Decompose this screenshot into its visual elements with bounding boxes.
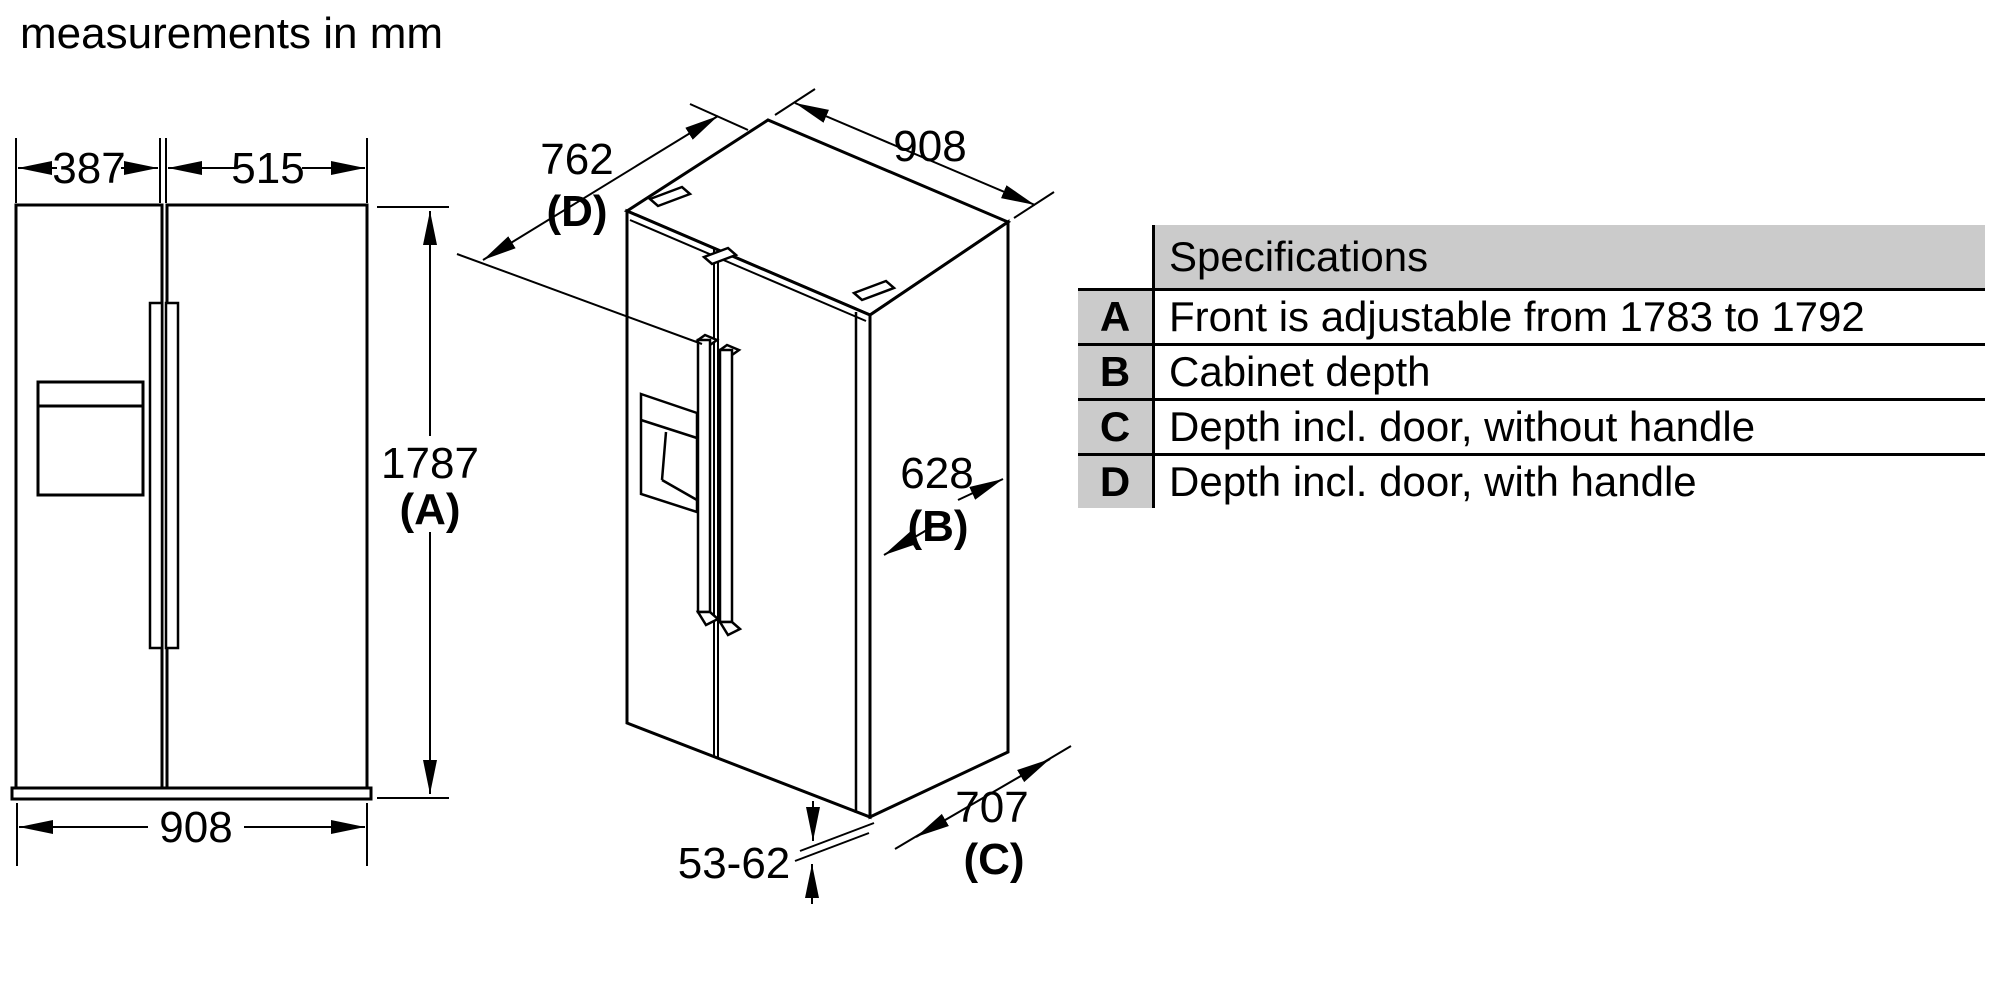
handle-cap (695, 610, 721, 627)
row-label-d: D (1078, 456, 1155, 508)
table-row: B Cabinet depth (1078, 346, 1985, 401)
dim-515-label: 515 (231, 144, 304, 193)
left-door-handle (148, 301, 164, 650)
left-door-handle-iso (696, 338, 712, 614)
row-label-a: A (1078, 291, 1155, 343)
extension-tick (689, 103, 749, 131)
row-text-b: Cabinet depth (1155, 346, 1985, 398)
dim-1787-label: 1787 (381, 439, 479, 488)
hinge-block (701, 246, 739, 266)
dim-a-letter: (A) (399, 485, 460, 534)
strip-line (794, 832, 870, 862)
extension-tick (774, 88, 816, 116)
dim-53-62-label: 53-62 (678, 839, 791, 888)
page-title: measurements in mm (20, 9, 443, 58)
fridge-iso-body (623, 118, 1012, 820)
strip-line (799, 822, 875, 852)
row-text-c: Depth incl. door, without handle (1155, 401, 1985, 453)
handle-cap (717, 620, 743, 637)
dim-762-label: 762 (540, 135, 613, 184)
dispenser (36, 380, 145, 497)
front-face (625, 208, 872, 820)
row-label-c: C (1078, 401, 1155, 453)
dim-908-top-label: 908 (893, 122, 966, 171)
dim-707-label: 707 (955, 783, 1028, 832)
table-row: D Depth incl. door, with handle (1078, 456, 1985, 508)
row-text-d: Depth incl. door, with handle (1155, 456, 1985, 508)
dim-height: 1787 (A) (377, 206, 479, 799)
dim-c-letter: (C) (963, 835, 1024, 884)
dim-d-letter: (D) (546, 187, 607, 236)
right-door (165, 203, 369, 790)
dim-387-label: 387 (52, 144, 125, 193)
row-text-a: Front is adjustable from 1783 to 1792 (1155, 291, 1985, 343)
right-door-handle (164, 301, 180, 650)
hinge-block (851, 279, 897, 302)
dim-plinth-height: 53-62 (678, 801, 875, 904)
plinth (10, 786, 373, 801)
dim-908-bottom-label: 908 (159, 803, 232, 852)
dispenser-iso (639, 392, 699, 514)
spec-table-title: Specifications (1155, 225, 1985, 288)
row-label-b: B (1078, 346, 1155, 398)
front-view: 387 515 1787 (A) 908 (10, 138, 479, 866)
dim-door-widths: 387 515 (15, 138, 368, 203)
dim-b-letter: (B) (907, 502, 968, 551)
specifications-table: Specifications A Front is adjustable fro… (1078, 225, 1985, 508)
right-door-handle-iso (718, 348, 734, 624)
table-row: A Front is adjustable from 1783 to 1792 (1078, 291, 1985, 346)
handles-iso (695, 333, 743, 637)
dim-total-width: 908 (16, 803, 368, 866)
extension-line (456, 253, 703, 345)
fridge-front-outline (10, 203, 373, 801)
spec-table-header-row: Specifications (1078, 225, 1985, 291)
dim-depth-with-handle: 762 (D) (456, 103, 749, 345)
dim-top-width: 908 (774, 88, 1055, 219)
dim-depth-without-handle: 707 (C) (894, 745, 1072, 884)
iso-view: 762 (D) 908 628 (B) 70 (456, 88, 1072, 904)
dim-cabinet-depth: 628 (B) (883, 449, 1004, 556)
spec-header-spacer (1078, 225, 1155, 288)
table-row: C Depth incl. door, without handle (1078, 401, 1985, 456)
dim-628-label: 628 (900, 449, 973, 498)
